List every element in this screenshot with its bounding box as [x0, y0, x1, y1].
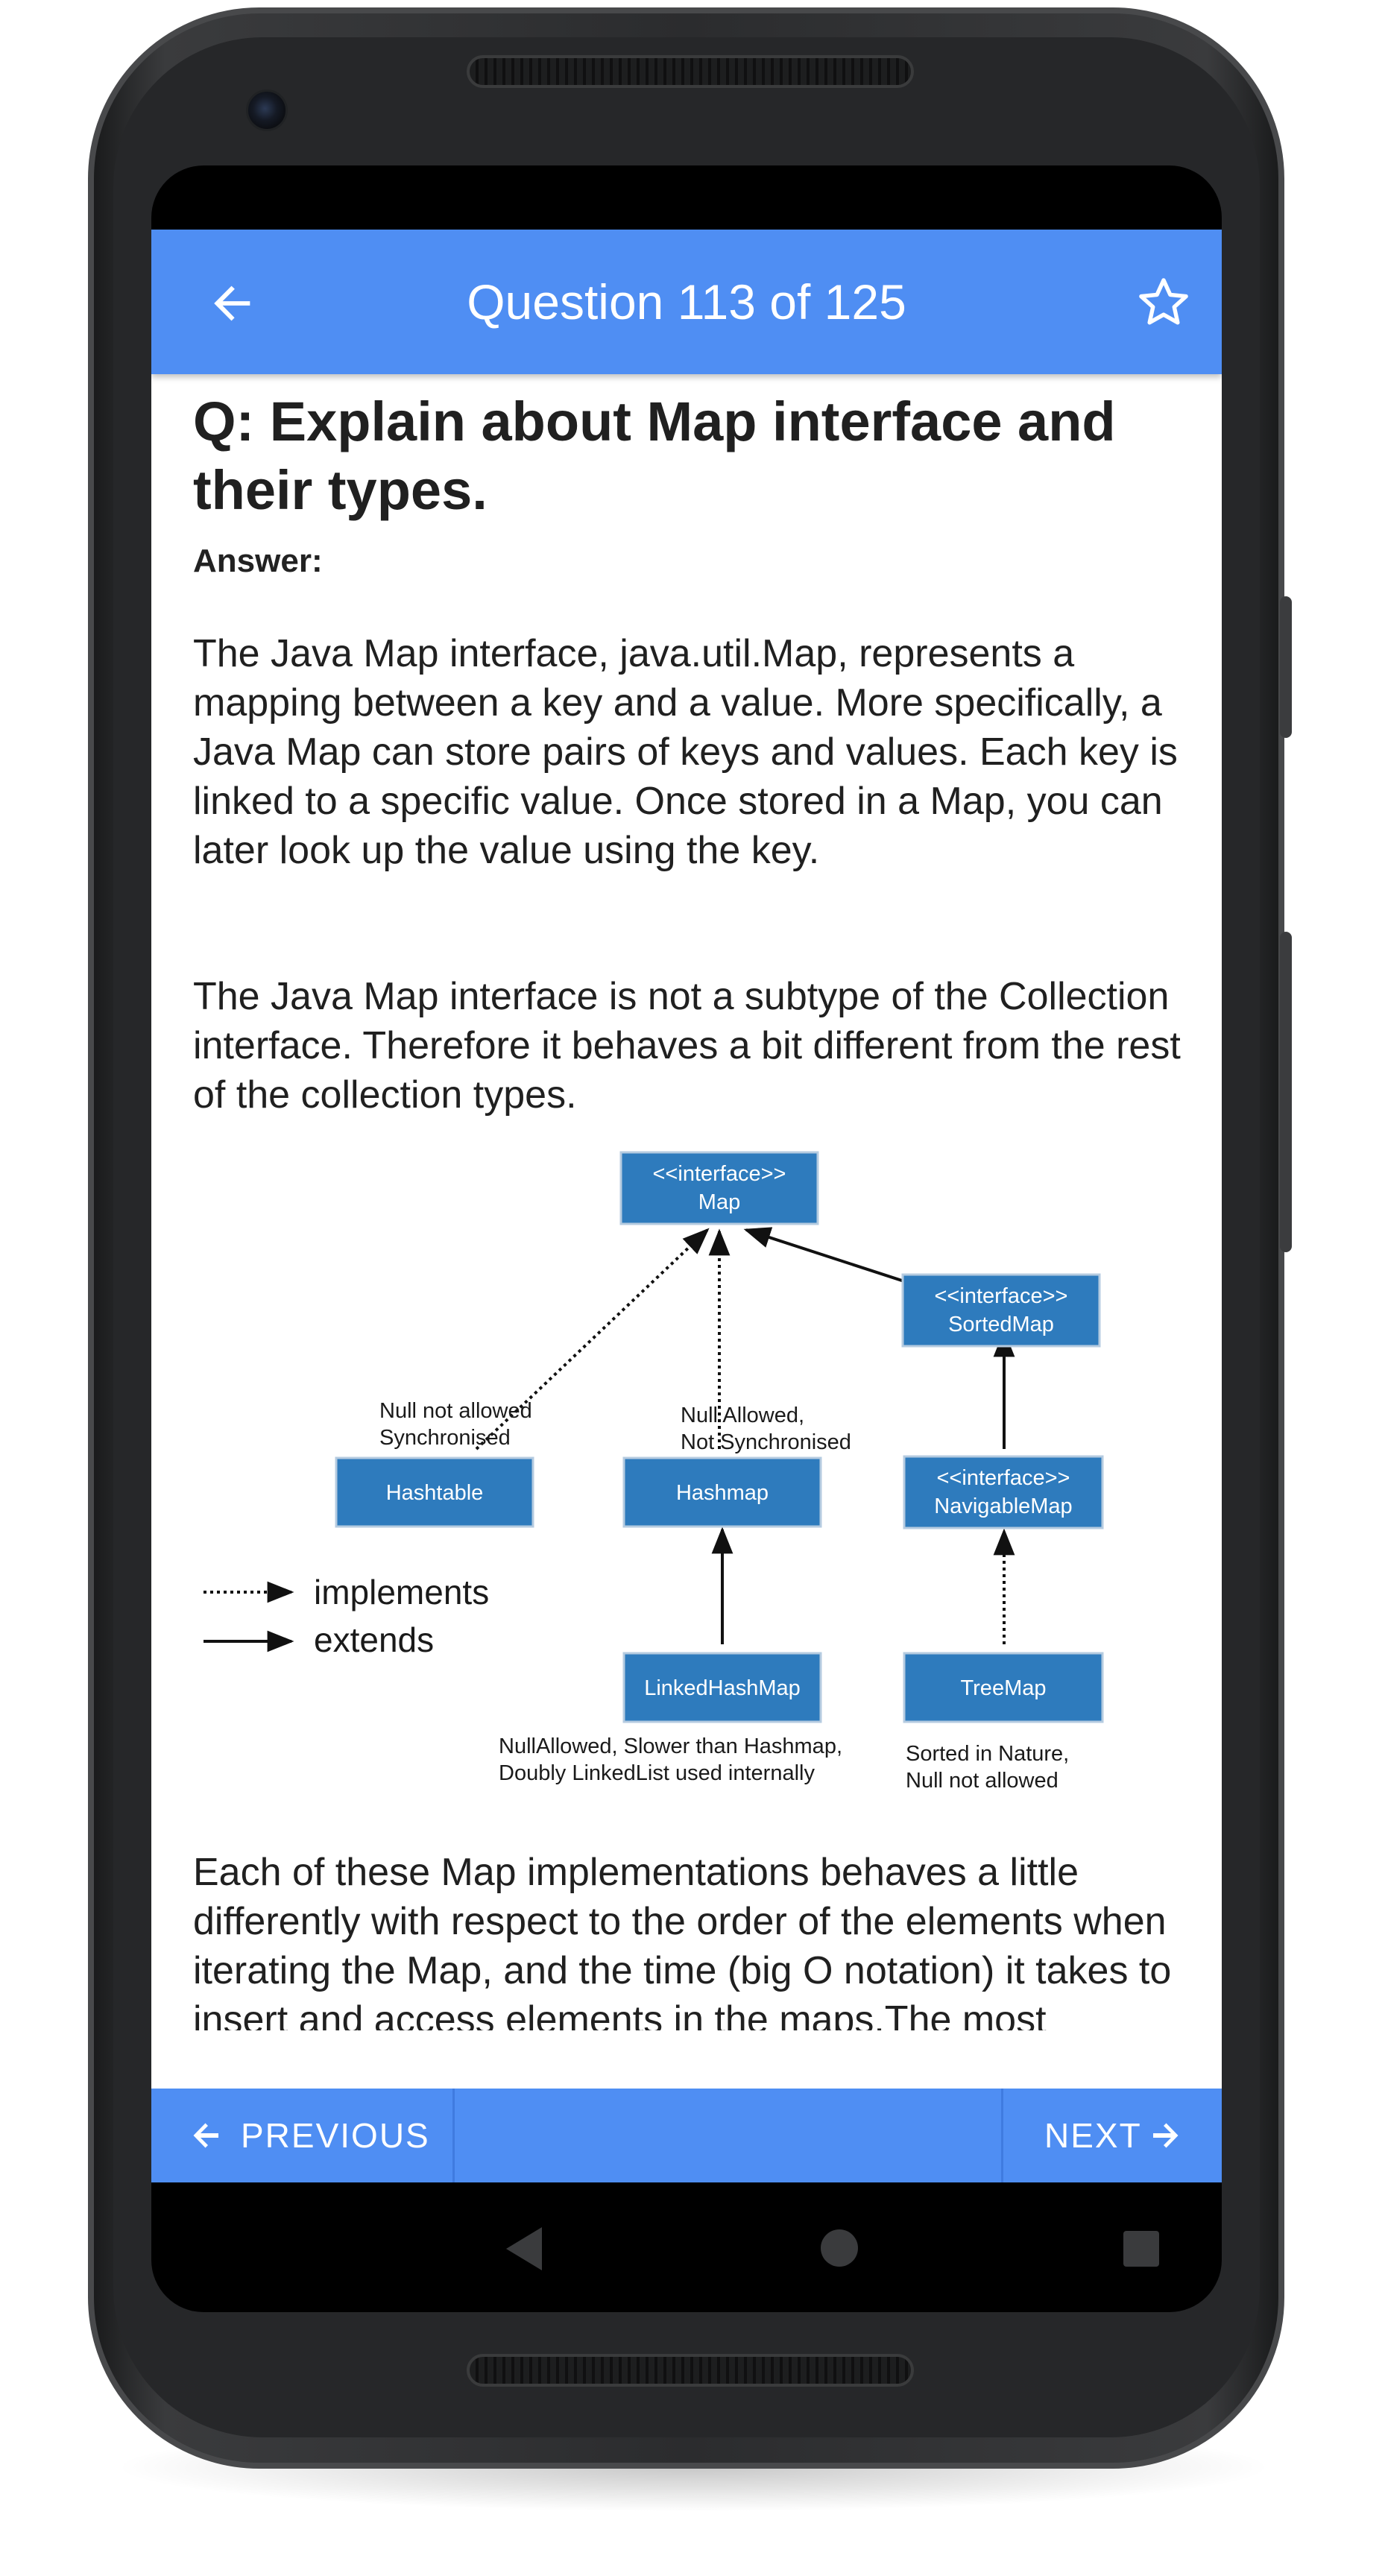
linkedhashmap-note: NullAllowed, Slower than Hashmap, [499, 1734, 842, 1758]
treemap-note: Null not allowed [906, 1769, 1059, 1793]
arrow-left-icon[interactable] [206, 277, 259, 329]
svg-text:NavigableMap: NavigableMap [934, 1494, 1072, 1518]
bottom-navigation: PREVIOUS NEXT [151, 2089, 1222, 2182]
home-circle-icon[interactable] [820, 2229, 859, 2267]
svg-text:<<interface>>: <<interface>> [935, 1284, 1068, 1308]
hashtable-note: Synchronised [379, 1426, 511, 1450]
answer-paragraph: Each of these Map implementations behave… [193, 1851, 1172, 2030]
hashtable-node: Hashtable [335, 1456, 534, 1528]
hashmap-node: Hashmap [622, 1456, 822, 1528]
arrow-right-icon [1153, 2123, 1179, 2148]
answer-label: Answer: [193, 543, 323, 579]
back-triangle-icon[interactable] [503, 2226, 545, 2272]
previous-button[interactable]: PREVIOUS [151, 2089, 454, 2182]
svg-text:LinkedHashMap: LinkedHashMap [644, 1676, 801, 1700]
linkedhashmap-node: LinkedHashMap [622, 1652, 822, 1723]
hashtable-note: Null not allowed [379, 1399, 532, 1423]
svg-text:TreeMap: TreeMap [961, 1676, 1047, 1700]
system-navigation-bar [151, 2182, 1222, 2312]
hashmap-note: Null Allowed, [681, 1404, 804, 1427]
svg-text:Hashtable: Hashtable [386, 1481, 484, 1505]
sortedmap-interface-node: <<interface>> SortedMap [901, 1273, 1101, 1348]
front-camera [246, 89, 288, 131]
legend-extends: extends [314, 1620, 434, 1659]
svg-text:<<interface>>: <<interface>> [653, 1162, 786, 1186]
recents-square-icon[interactable] [1123, 2230, 1160, 2267]
arrow-left-icon [193, 2123, 218, 2148]
earpiece-speaker [467, 55, 914, 88]
power-button [1280, 596, 1292, 738]
app-screen: Question 113 of 125 Q: Explain about Map… [151, 230, 1222, 2182]
bottom-speaker [467, 2354, 914, 2387]
volume-button [1280, 932, 1292, 1252]
legend-implements: implements [314, 1573, 489, 1611]
page-title: Question 113 of 125 [467, 274, 906, 329]
map-hierarchy-diagram: <<interface>> Map <<interface>> SortedMa… [204, 1151, 1104, 1793]
answer-paragraph: The Java Map interface is not a subtype … [193, 975, 1181, 1117]
map-interface-node: <<interface>> Map [619, 1151, 819, 1225]
app-bar: Question 113 of 125 [151, 230, 1222, 374]
star-outline-icon[interactable] [1135, 274, 1192, 331]
svg-text:SortedMap: SortedMap [948, 1313, 1054, 1336]
treemap-node: TreeMap [903, 1652, 1104, 1723]
next-button[interactable]: NEXT [1001, 2089, 1222, 2182]
linkedhashmap-note: Doubly LinkedList used internally [499, 1761, 815, 1785]
treemap-note: Sorted in Nature, [906, 1742, 1069, 1766]
answer-paragraph: The Java Map interface, java.util.Map, r… [193, 632, 1178, 872]
divider [1001, 2089, 1003, 2182]
svg-text:<<interface>>: <<interface>> [937, 1466, 1070, 1490]
hashmap-note: Not Synchronised [681, 1430, 851, 1454]
svg-text:Hashmap: Hashmap [676, 1481, 769, 1505]
question-title: Q: Explain about Map interface and their… [193, 391, 1116, 521]
svg-text:Map: Map [698, 1190, 740, 1214]
question-content[interactable]: Q: Explain about Map interface and their… [193, 376, 1192, 2030]
navigablemap-interface-node: <<interface>> NavigableMap [903, 1455, 1104, 1530]
previous-label: PREVIOUS [241, 2116, 430, 2155]
next-label: NEXT [1044, 2116, 1142, 2155]
divider [452, 2089, 455, 2182]
